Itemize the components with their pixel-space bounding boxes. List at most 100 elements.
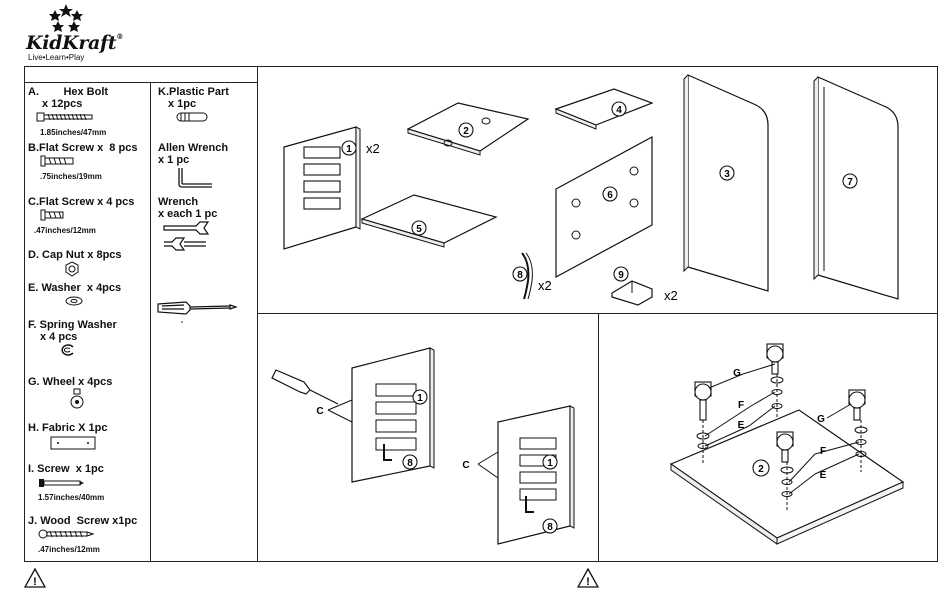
warning-icon-left: ! (24, 568, 46, 588)
qty-part-1: x2 (366, 141, 380, 156)
step-1-diagram: C C 1 8 1 8 (271, 347, 575, 545)
part-h: H. Fabric X 1pc (28, 422, 107, 455)
part-k: K.Plastic Part x 1pc (158, 86, 229, 128)
spring-washer-icon (61, 344, 74, 356)
warning-icon-right: ! (577, 568, 599, 588)
part-i-name: I. Screw x 1pc (28, 463, 104, 475)
callout-1-lower: 1 (547, 458, 553, 469)
part-a-qty: x 12pcs (42, 98, 83, 110)
label-f-left: F (738, 400, 744, 411)
long-screw-icon (39, 479, 84, 487)
parts-list-right: K.Plastic Part x 1pc Allen Wrench x 1 pc… (157, 86, 256, 560)
part-i-size: 1.57inches/40mm (38, 493, 105, 502)
callout-8-lower: 8 (547, 522, 553, 533)
overview-divider (257, 313, 938, 315)
label-e-left: E (738, 420, 745, 431)
callout-3: 3 (724, 169, 730, 180)
part-j: J. Wood Screw x1pc .47inches/12mm (28, 515, 137, 554)
part-c: C.Flat Screw x 4 pcs .47inches/12mm (28, 196, 134, 235)
wrench-qty: x each 1 pc (158, 208, 218, 220)
part-k-name: K.Plastic Part (158, 86, 229, 98)
wrench-icon (163, 221, 210, 251)
label-g-right: G (817, 414, 825, 425)
qty-part-9: x2 (664, 288, 678, 303)
part-a-size: 1.85inches/47mm (40, 128, 107, 137)
part-a-name: A. Hex Bolt (28, 86, 109, 98)
callout-8: 8 (517, 270, 523, 281)
part-3-side-panel (683, 74, 769, 292)
part-wrench: Wrench x each 1 pc (158, 196, 217, 259)
parts-column-divider (150, 82, 152, 562)
parts-list-left: A. Hex Bolt x 12pcs 1.85inches/47mm B.Fl… (28, 86, 150, 560)
screwdriver-tool (271, 369, 339, 405)
part-b-name: B.Flat Screw x 8 pcs (28, 142, 138, 154)
callout-1-upper: 1 (417, 393, 423, 404)
step-divider (598, 313, 600, 562)
screwdriver-icon (157, 301, 238, 323)
part-j-size: .47inches/12mm (38, 545, 100, 554)
part-k-qty: x 1pc (168, 98, 197, 110)
hex-bolt-icon (36, 112, 93, 122)
part-a: A. Hex Bolt x 12pcs 1.85inches/47mm (28, 86, 108, 137)
part-g-name: G. Wheel x 4pcs (28, 376, 113, 388)
wheels (694, 343, 866, 463)
parts-overview-diagram: 1 2 4 5 6 3 7 8 9 x2 x2 x2 (283, 74, 899, 306)
part-c-name: C.Flat Screw x 4 pcs (28, 196, 135, 208)
wood-screw-icon (38, 529, 95, 539)
part-5-shelf-panel (360, 194, 498, 248)
part-b: B.Flat Screw x 8 pcs .75inches/19mm (28, 142, 137, 181)
part-f-qty: x 4 pcs (40, 331, 78, 343)
part-4-top-panel (554, 88, 654, 130)
callout-1: 1 (346, 144, 352, 155)
part-j-name: J. Wood Screw x1pc (28, 515, 138, 527)
warning-mark-left: ! (33, 576, 37, 588)
part-h-name: H. Fabric X 1pc (28, 422, 108, 434)
part-i: I. Screw x 1pc 1.57inches/40mm (28, 463, 104, 502)
part-allen-wrench: Allen Wrench x 1 pc (158, 142, 228, 195)
part-c-size: .47inches/12mm (34, 226, 96, 235)
cap-nut-icon (65, 261, 79, 277)
part-e-name: E. Washer x 4pcs (28, 282, 122, 294)
part-9-bracket (611, 280, 653, 306)
washer-icon (65, 296, 83, 306)
part-d: D. Cap Nut x 8pcs (28, 249, 122, 282)
flat-screw-long-icon (40, 155, 74, 167)
callout-9: 9 (618, 270, 624, 281)
callout-c-lower: C (462, 460, 469, 471)
registered-mark: ® (116, 32, 124, 41)
part-8-handle (521, 252, 533, 300)
part-g: G. Wheel x 4pcs (28, 376, 112, 415)
callout-2-board: 2 (758, 464, 764, 475)
label-e-right: E (820, 470, 827, 481)
part-6-back-panel (555, 135, 653, 279)
callout-4: 4 (616, 105, 622, 116)
door-panel-lower (497, 405, 575, 545)
plastic-part-icon (176, 112, 208, 122)
part-e: E. Washer x 4pcs (28, 282, 121, 312)
door-panel-upper (351, 347, 435, 483)
wheel-icon (70, 388, 84, 409)
part-d-name: D. Cap Nut x 8pcs (28, 249, 122, 261)
callout-2: 2 (463, 126, 469, 137)
label-f-right: F (820, 446, 826, 457)
brand-name: KidKraft (26, 32, 117, 54)
allen-wrench-qty: x 1 pc (158, 154, 190, 166)
step-2-diagram: G G F F E E 2 (669, 343, 905, 545)
allen-wrench-icon (178, 168, 212, 188)
fabric-icon (50, 436, 96, 450)
kidkraft-logo: KidKraft® Live•Learn•Play (24, 2, 134, 64)
callout-c-upper: C (316, 406, 323, 417)
callout-5: 5 (416, 224, 422, 235)
callout-6: 6 (607, 190, 613, 201)
callout-7: 7 (847, 177, 853, 188)
warning-mark-right: ! (586, 576, 590, 588)
header-divider (24, 82, 257, 84)
part-1-door-panel (283, 126, 361, 250)
allen-wrench-name: Allen Wrench (158, 142, 229, 154)
qty-part-8: x2 (538, 278, 552, 293)
part-f: F. Spring Washer x 4 pcs (28, 319, 117, 362)
part-b-size: .75inches/19mm (40, 172, 102, 181)
label-g-left: G (733, 368, 741, 379)
logo-stars-icon (49, 4, 83, 32)
brand-tagline: Live•Learn•Play (28, 53, 85, 62)
